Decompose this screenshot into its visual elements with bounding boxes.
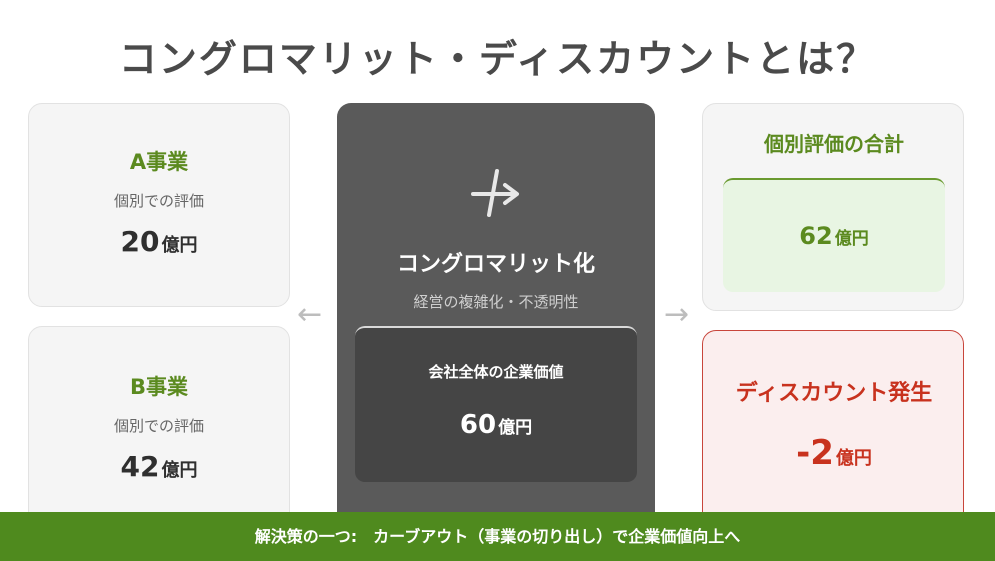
discount-title: ディスカウント発生 bbox=[735, 381, 933, 406]
solution-banner: 解決策の一つ: カーブアウト（事業の切り出し）で企業価値向上へ bbox=[0, 512, 995, 561]
sum-number: 62 bbox=[799, 222, 833, 250]
discount-unit: 億円 bbox=[835, 448, 872, 469]
business-a-unit: 億円 bbox=[161, 235, 198, 256]
business-a-name: A事業 bbox=[129, 150, 189, 174]
discount-number: -2 bbox=[796, 433, 834, 473]
conglomerate-subtitle: 経営の複雑化・不透明性 bbox=[413, 293, 579, 311]
business-a-number: 20 bbox=[120, 225, 160, 258]
sum-unit: 億円 bbox=[834, 229, 869, 249]
page-title: コングロマリット・ディスカウントとは？ bbox=[118, 37, 877, 81]
business-b-unit: 億円 bbox=[161, 460, 198, 481]
sum-title: 個別評価の合計 bbox=[764, 132, 904, 156]
arrow-right-icon: → bbox=[664, 297, 690, 332]
conglomerate-title: コングロマリット化 bbox=[396, 252, 595, 277]
business-b-name: B事業 bbox=[129, 375, 188, 399]
business-b-sub: 個別での評価 bbox=[113, 417, 204, 435]
company-value-label: 会社全体の企業価値 bbox=[428, 363, 564, 381]
company-value-unit: 億円 bbox=[498, 418, 533, 438]
business-b-number: 42 bbox=[120, 450, 160, 483]
split-arrow-icon bbox=[471, 169, 519, 217]
arrow-left-icon: ← bbox=[297, 297, 323, 332]
business-a-sub: 個別での評価 bbox=[113, 192, 204, 210]
company-value-number: 60 bbox=[459, 410, 497, 440]
